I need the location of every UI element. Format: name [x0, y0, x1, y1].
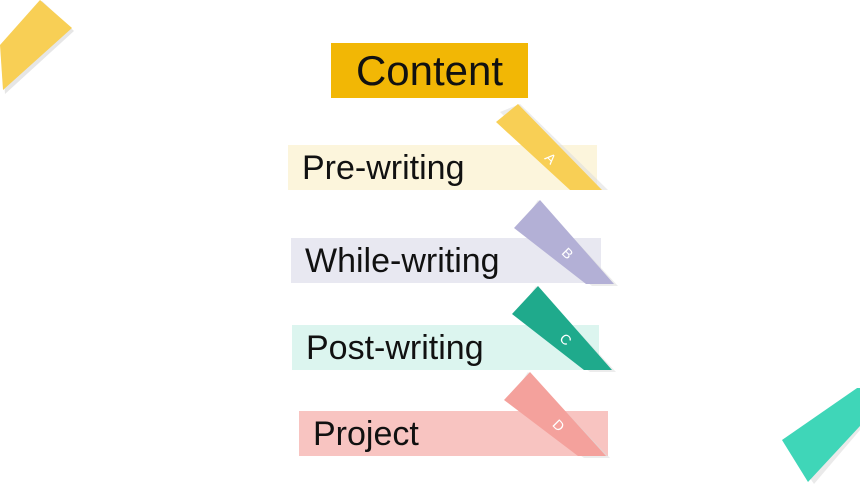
tab-letter-b: B: [514, 200, 618, 286]
tab-letter-c: C: [512, 286, 616, 372]
page-title: Content: [355, 46, 504, 94]
menu-item-label: While-writing: [305, 241, 500, 280]
corner-tape-top-left: [0, 0, 74, 94]
tab-letter-d: D: [504, 372, 610, 458]
title-banner: Content: [331, 43, 528, 98]
corner-tape-bottom-right: [782, 388, 860, 484]
tab-letter-a: A: [496, 104, 608, 190]
menu-item-label: Project: [313, 414, 419, 453]
menu-item-label: Pre-writing: [302, 148, 465, 187]
menu-item-label: Post-writing: [306, 328, 484, 367]
